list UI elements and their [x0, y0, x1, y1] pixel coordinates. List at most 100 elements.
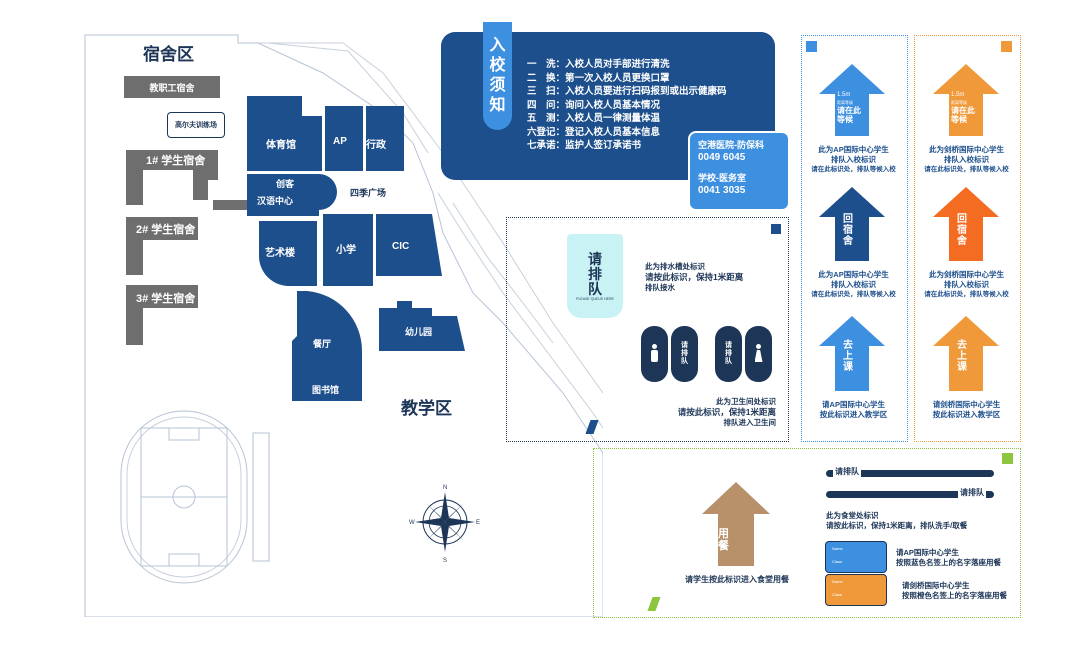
ap-column	[801, 35, 908, 442]
rule-7: 七承诺：监护人签订承诺书	[527, 139, 757, 153]
cam-a1-c4: 等	[951, 115, 959, 124]
footprint-left-2: 请 排 队	[715, 326, 742, 382]
ap-a2-c1: 回	[843, 214, 853, 225]
ap-a3-c1: 去	[843, 340, 853, 351]
footprint-pair-2: 请 排 队	[715, 326, 773, 382]
ap-a1-d3: 请在此标识处，排队等候入校	[811, 166, 896, 173]
cam-a3-c1: 去	[957, 340, 967, 351]
queue-t3: 排队接水	[645, 283, 675, 292]
queue-bar-2-label: 请排队	[958, 487, 986, 498]
orange-tag-d1: 请剑桥国际中心学生	[902, 581, 970, 590]
rule-4-key: 四 问：	[527, 99, 566, 111]
rule-4-value: 询问入校人员基本情况	[565, 99, 661, 111]
ap-arrow1-top: 1.5m	[837, 92, 851, 98]
canteen-a-c1: 用	[718, 528, 729, 540]
queue-sign-1: 请	[588, 250, 602, 267]
rule-7-value: 监护人签订承诺书	[565, 140, 642, 151]
rule-1-key: 一 洗：	[527, 59, 566, 70]
ap-arrow3-desc: 请AP国际中心学生 按此标识进入教学区	[801, 400, 906, 420]
notice-title-1: 入	[489, 37, 506, 54]
ap-arrow-class-icon	[819, 316, 885, 391]
cic-building: CIC	[392, 241, 410, 252]
rule-2-value: 第一次入校人员更换口罩	[565, 72, 670, 84]
cam-a2-d2: 排队入校标识	[944, 280, 989, 289]
ap-a2-d3: 请在此标识处，排队等候入校	[811, 291, 896, 298]
gymnasium: 体育馆	[266, 140, 296, 151]
ap-a2-d1: 此为AP国际中心学生	[818, 270, 889, 279]
notice-title-pill: 入 校 须 知	[483, 22, 512, 130]
kindergarten: 幼儿园	[405, 327, 433, 337]
rule-2: 二 换：第一次入校人员更换口罩	[527, 72, 757, 86]
cam-arrow3-text: 去上课	[957, 340, 967, 373]
innovation-building: 创客	[276, 179, 295, 189]
notice-title-3: 须	[489, 77, 506, 94]
ap-a3-c3: 课	[843, 362, 853, 373]
fp1-t2: 排	[681, 350, 688, 357]
ap-arrow-wait-icon	[819, 64, 885, 136]
cam-arrow1-text: 请在此等候	[951, 106, 981, 124]
dorm-zone-title: 宿舍区	[143, 45, 194, 64]
queue-bar-2	[826, 491, 994, 498]
canteen-desc: 此为食堂处标识 请按此标识，保持1米距离，排队洗手/取餐	[826, 511, 967, 531]
rule-2-key: 二 换：	[527, 72, 566, 84]
cam-a1-d1: 此为剑桥国际中心学生	[929, 145, 1004, 154]
cam-arrow1-top: 1.5m	[951, 92, 965, 98]
ap-a1-d2: 排队入校标识	[831, 155, 876, 164]
cam-a2-d1: 此为剑桥国际中心学生	[929, 270, 1004, 279]
cam-a1-c3: 此	[967, 106, 975, 115]
ap-arrow1-sub: 距离等候	[837, 100, 853, 105]
rule-6-key: 六登记：	[527, 126, 566, 138]
cam-a2-c1: 回	[957, 214, 967, 225]
blue-name-tag: Name Class	[825, 541, 887, 573]
queue-bar-1-label: 请排队	[833, 466, 861, 477]
cam-arrow2-desc: 此为剑桥国际中心学生 排队入校标识 请在此标识处，排队等候入校	[914, 270, 1019, 300]
rule-6: 六登记：登记入校人员基本信息	[527, 126, 757, 140]
staff-dorm: 教职工宿舍	[124, 76, 220, 98]
cam-a1-c5: 候	[959, 115, 967, 124]
ap-a1-c1: 请	[837, 106, 845, 115]
library-building: 图书馆	[312, 385, 340, 395]
blue-tag-bottom: Class	[832, 559, 843, 564]
rule-5-value: 入校人员一律测量体温	[565, 113, 661, 124]
ap-arrow1-text: 请在此等候	[837, 106, 867, 124]
ap-a2-c2: 宿	[843, 225, 853, 236]
ap-column-marker	[806, 41, 817, 52]
notice-title-4: 知	[489, 97, 506, 114]
ap-arrow1-desc: 此为AP国际中心学生 排队入校标识 请在此标识处，排队等候入校	[801, 145, 906, 175]
queue-b2: 请按此标识，保持1米距离	[677, 407, 776, 417]
rule-3-key: 三 扫：	[527, 86, 566, 97]
ap-building: AP	[333, 136, 347, 147]
staff-dorm-label: 教职工宿舍	[149, 82, 195, 93]
ap-a1-d1: 此为AP国际中心学生	[818, 145, 889, 154]
teaching-zone-title: 教学区	[401, 399, 452, 418]
footprint-right-1: 请 排 队	[671, 326, 698, 382]
rule-5-key: 五 测：	[527, 113, 566, 124]
queue-t1: 此为排水槽处标识	[645, 262, 705, 271]
rule-1: 一 洗：入校人员对手部进行清洗	[527, 58, 757, 72]
queue-b3: 排队进入卫生间	[723, 418, 777, 427]
cam-a1-c1: 请	[951, 106, 959, 115]
rule-3-value: 入校人员要进行扫码报到或出示健康码	[565, 86, 727, 97]
orange-tag-d2: 按照橙色名签上的名字落座用餐	[902, 591, 1007, 600]
orange-tag-desc: 请剑桥国际中心学生 按照橙色名签上的名字落座用餐	[902, 581, 1007, 601]
compass-e: E	[476, 520, 480, 526]
clinic-phone: 0041 3035	[698, 185, 746, 196]
contact-box: 空港医院-防保科 0049 6045 学校-医务室 0041 3035	[688, 131, 790, 211]
compass-icon: N S W E	[409, 485, 480, 564]
queue-cup-sign: 请 排 队 PLEASE QUEUE HERE	[567, 234, 623, 318]
teaching-buildings	[247, 96, 465, 401]
rule-3: 三 扫：入校人员要进行扫码报到或出示健康码	[527, 85, 757, 99]
fp2-t2: 排	[725, 350, 732, 357]
four-season-plaza: 四季广场	[350, 188, 387, 198]
canteen-arrow-caption: 请学生按此标识进入食堂用餐	[685, 575, 789, 584]
ap-a2-c3: 舍	[843, 236, 853, 247]
compass-n: N	[443, 485, 447, 491]
queue-panel	[506, 217, 789, 442]
queue-t2: 请按此标识，保持1米距离	[645, 272, 744, 282]
ap-a1-c5: 候	[845, 115, 853, 124]
cam-arrow1-desc: 此为剑桥国际中心学生 排队入校标识 请在此标识处，排队等候入校	[914, 145, 1019, 175]
compass-w: W	[409, 520, 415, 526]
cam-a3-d1: 请剑桥国际中心学生	[932, 400, 1001, 409]
ap-arrow-dorm-icon	[819, 187, 885, 261]
cam-a2-c2: 宿	[957, 225, 967, 236]
